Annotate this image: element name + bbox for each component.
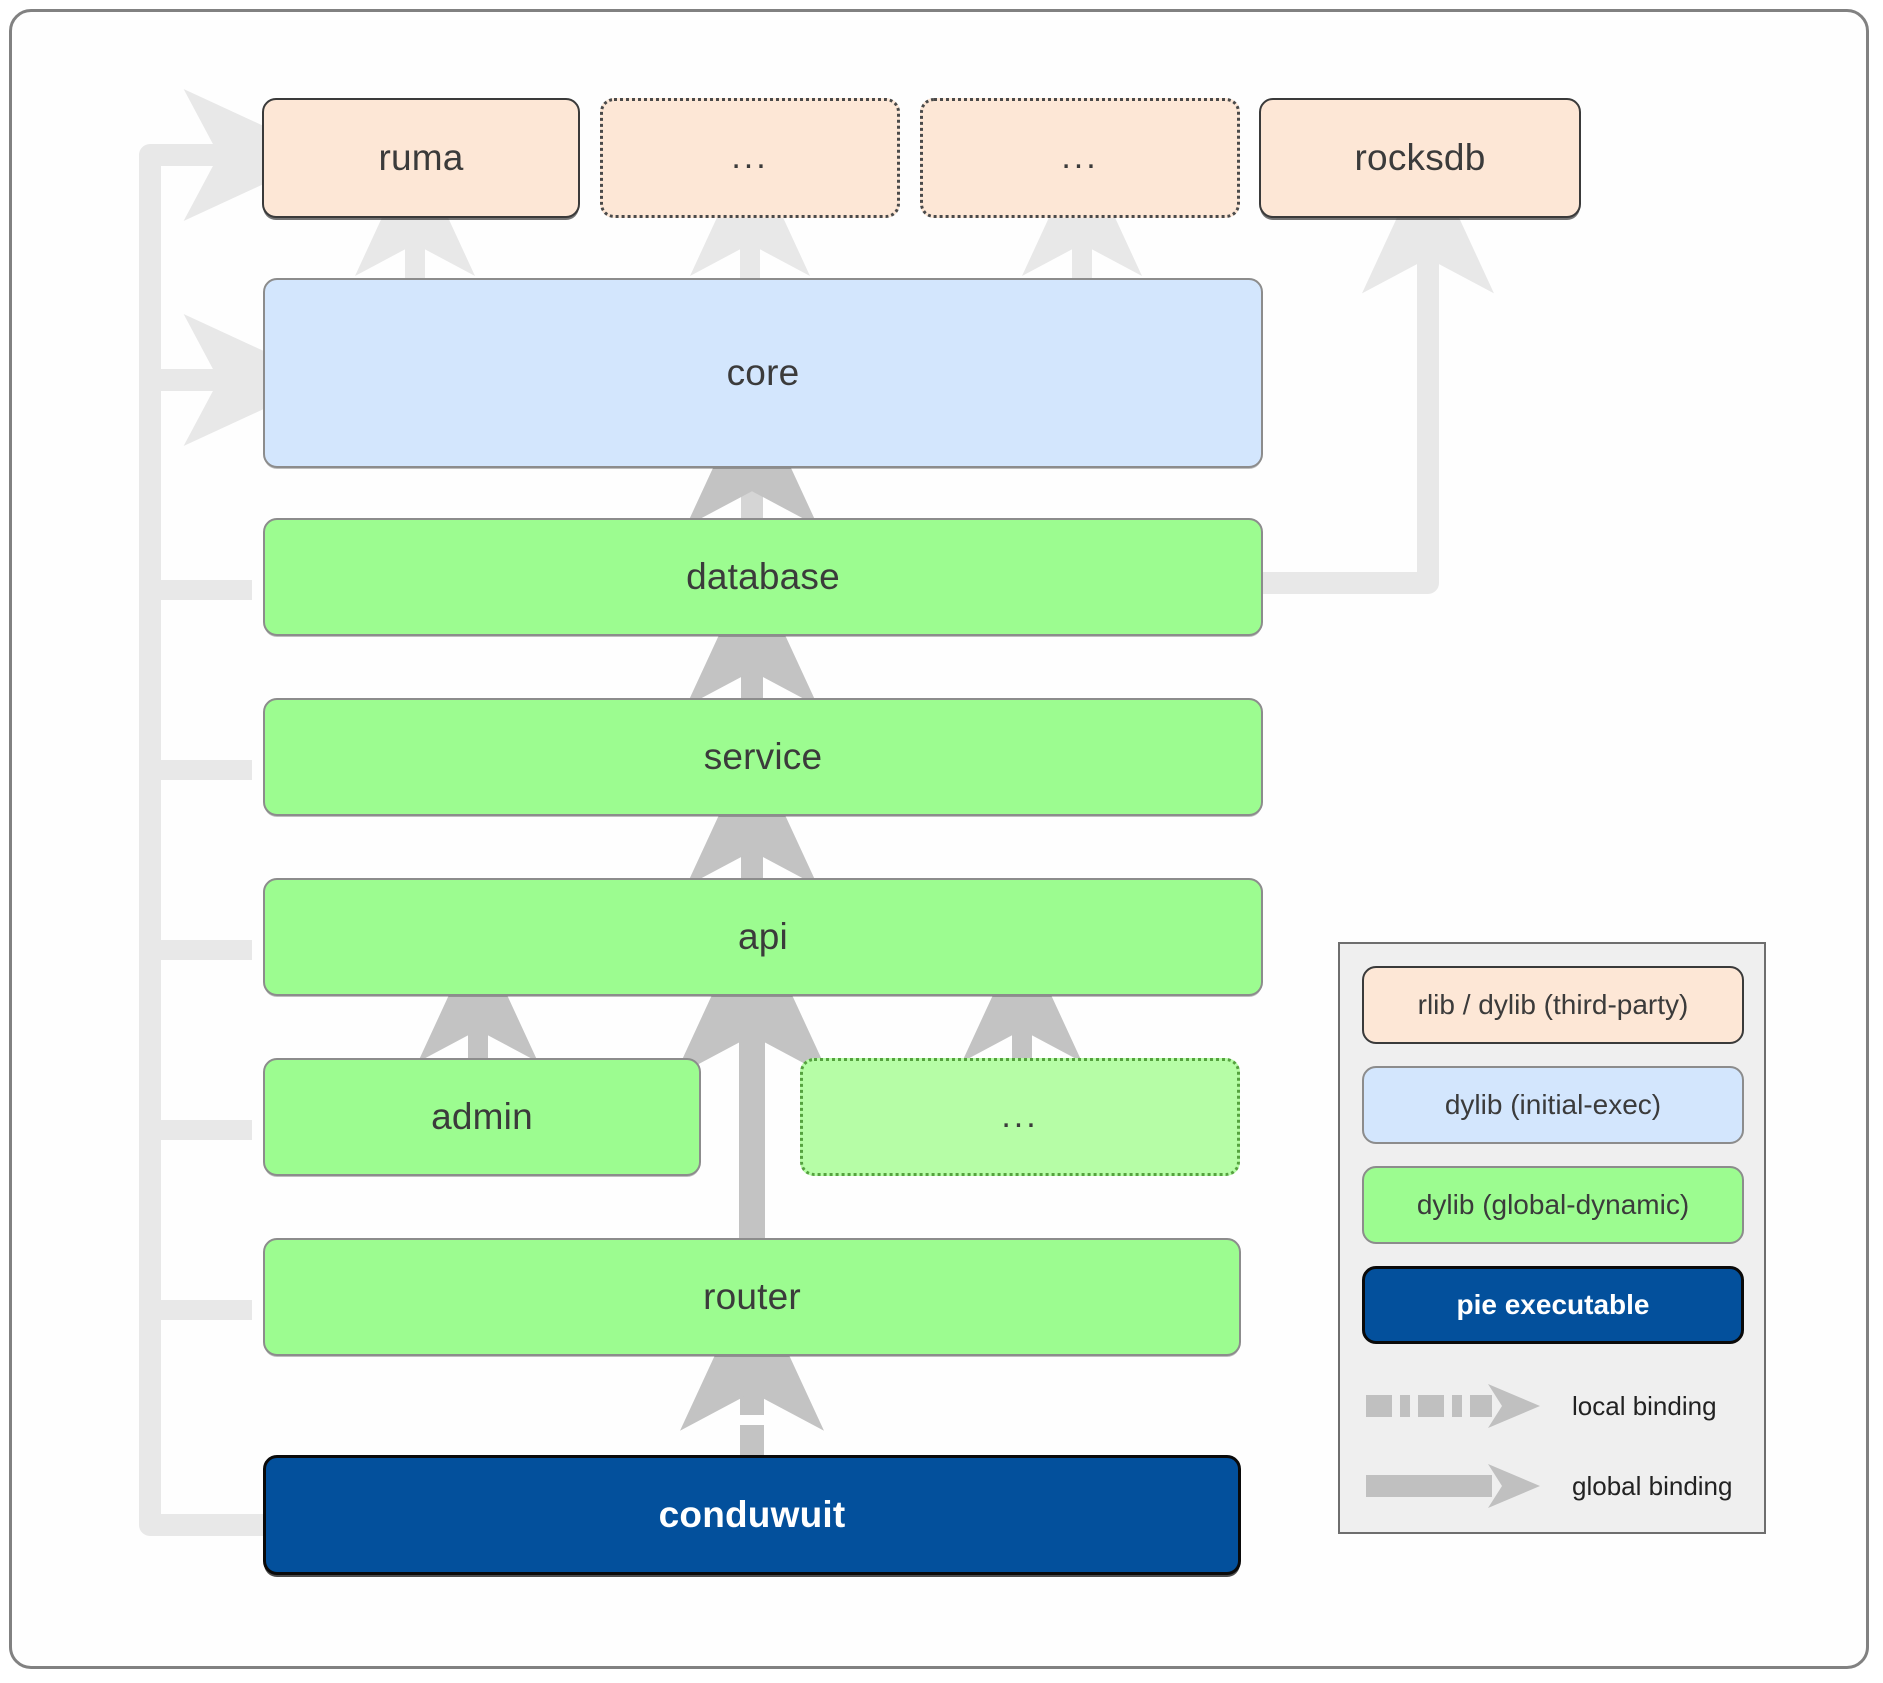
legend-binding-local-label: local binding bbox=[1572, 1390, 1717, 1421]
node-router-label: router bbox=[703, 1276, 801, 1317]
legend-swatch-rlib-dylib-third-party: rlib / dylib (third-party) bbox=[1362, 966, 1744, 1044]
legend-swatch-dylib-global-dynamic: dylib (global-dynamic) bbox=[1362, 1166, 1744, 1244]
node-conduwuit[interactable]: conduwuit bbox=[263, 1455, 1241, 1575]
node-admin[interactable]: admin bbox=[263, 1058, 701, 1176]
node-api[interactable]: api bbox=[263, 878, 1263, 996]
node-database[interactable]: database bbox=[263, 518, 1263, 636]
edge-database-to-rocksdb bbox=[1258, 150, 1494, 594]
node-top-dots-2[interactable]: ... bbox=[920, 98, 1240, 218]
legend-binding-global: global binding bbox=[1362, 1456, 1746, 1516]
legend-swatch-label: pie executable bbox=[1456, 1289, 1650, 1320]
node-rocksdb-label: rocksdb bbox=[1354, 137, 1486, 178]
legend-swatch-label: dylib (initial-exec) bbox=[1444, 1089, 1662, 1120]
node-database-label: database bbox=[686, 556, 840, 597]
node-service[interactable]: service bbox=[263, 698, 1263, 816]
legend-swatch-dylib-initial-exec: dylib (initial-exec) bbox=[1362, 1066, 1744, 1144]
legend-swatch-label: dylib (global-dynamic) bbox=[1416, 1189, 1690, 1220]
legend-swatch-pie-executable: pie executable bbox=[1362, 1266, 1744, 1344]
node-admin-label: admin bbox=[431, 1096, 533, 1137]
node-top-dots-2-label: ... bbox=[1061, 138, 1099, 177]
node-router[interactable]: router bbox=[263, 1238, 1241, 1356]
node-ruma-label: ruma bbox=[378, 137, 464, 178]
node-rocksdb[interactable]: rocksdb bbox=[1259, 98, 1581, 218]
node-mid-dots-label: ... bbox=[1001, 1097, 1039, 1136]
node-mid-dots[interactable]: ... bbox=[800, 1058, 1240, 1176]
node-core-label: core bbox=[726, 352, 800, 393]
legend-panel: rlib / dylib (third-party) dylib (initia… bbox=[1338, 942, 1766, 1534]
edge-conduwuit-trunk bbox=[139, 144, 276, 1536]
legend-swatch-label: rlib / dylib (third-party) bbox=[1417, 989, 1689, 1020]
node-api-label: api bbox=[738, 916, 788, 957]
legend-binding-global-label: global binding bbox=[1572, 1470, 1733, 1501]
node-ruma[interactable]: ruma bbox=[262, 98, 580, 218]
dashed-arrow-icon bbox=[1366, 1384, 1540, 1428]
legend-binding-local: local binding bbox=[1362, 1376, 1746, 1436]
node-service-label: service bbox=[703, 736, 823, 777]
node-core[interactable]: core bbox=[263, 278, 1263, 468]
node-top-dots-1[interactable]: ... bbox=[600, 98, 900, 218]
solid-arrow-icon bbox=[1366, 1464, 1540, 1508]
node-conduwuit-label: conduwuit bbox=[658, 1494, 846, 1535]
node-top-dots-1-label: ... bbox=[731, 138, 769, 177]
